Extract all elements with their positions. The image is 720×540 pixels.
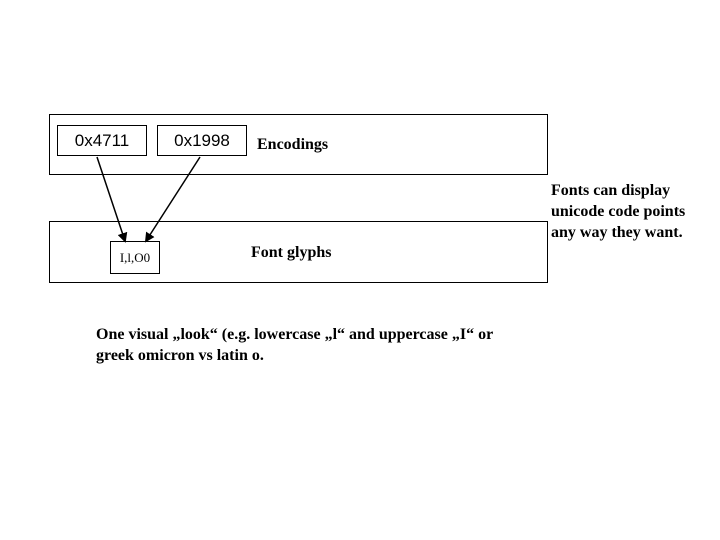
font-glyphs-label: Font glyphs (251, 244, 332, 261)
code-box-0x1998: 0x1998 (157, 125, 247, 156)
encodings-label: Encodings (257, 136, 329, 153)
caption: One visual „look“ (e.g. lowercase „l“ an… (96, 326, 493, 364)
side-note: Fonts can display unicode code points an… (551, 182, 686, 241)
glyph-box: I,l,O0 (110, 241, 160, 274)
code-box-0x4711: 0x4711 (57, 125, 147, 156)
arrow-0x1998-to-glyph (144, 156, 201, 243)
arrow-0x4711-to-glyph (96, 156, 128, 243)
